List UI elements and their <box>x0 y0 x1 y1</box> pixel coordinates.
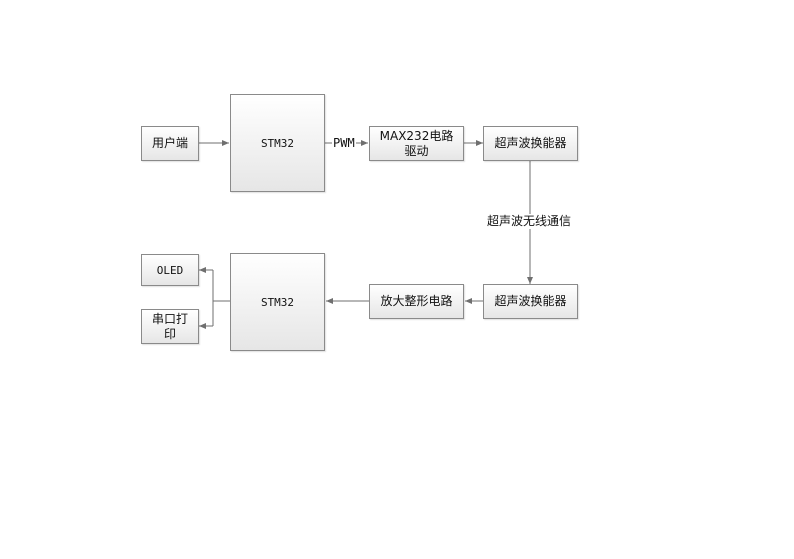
user-end-node: 用户端 <box>141 126 199 161</box>
transducer-top-label: 超声波换能器 <box>494 136 567 150</box>
amplifier-label: 放大整形电路 <box>380 294 453 308</box>
transducer-bottom-node: 超声波换能器 <box>483 284 578 319</box>
max232-label: MAX232电路驱动 <box>379 128 454 158</box>
stm32-bottom-node: STM32 <box>230 253 325 351</box>
oled-label: OLED <box>156 263 184 277</box>
stm32-top-label: STM32 <box>260 136 295 150</box>
max232-node: MAX232电路驱动 <box>369 126 464 161</box>
stm32-top-node: STM32 <box>230 94 325 192</box>
pwm-label: PWM <box>332 136 356 151</box>
transducer-bottom-label: 超声波换能器 <box>494 294 567 308</box>
serial-print-label: 串口打印 <box>151 311 188 341</box>
wireless-label: 超声波无线通信 <box>485 214 574 229</box>
serial-print-node: 串口打印 <box>141 309 199 344</box>
user-end-label: 用户端 <box>151 136 188 150</box>
amplifier-node: 放大整形电路 <box>369 284 464 319</box>
transducer-top-node: 超声波换能器 <box>483 126 578 161</box>
stm32-bottom-label: STM32 <box>260 295 295 309</box>
oled-node: OLED <box>141 254 199 286</box>
